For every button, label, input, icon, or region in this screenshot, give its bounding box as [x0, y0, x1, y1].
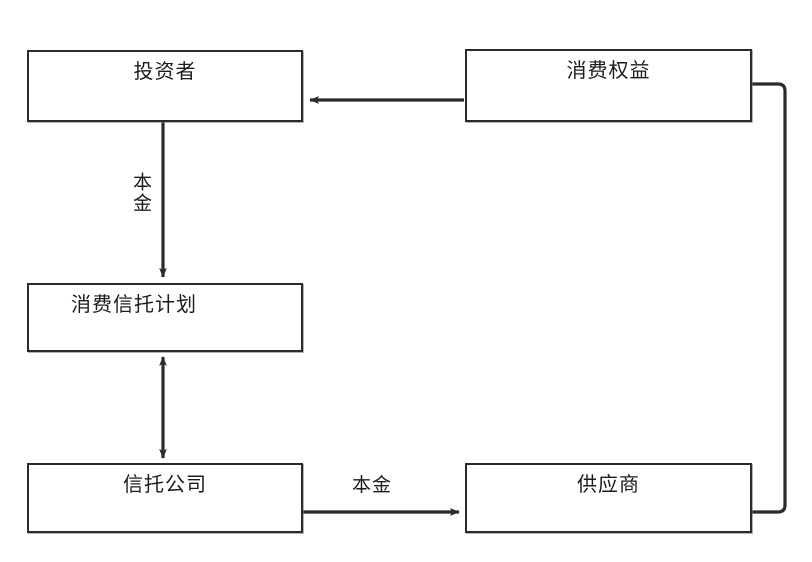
node-supplier[interactable]: 供应商	[465, 463, 752, 533]
node-supplier-label: 供应商	[577, 472, 640, 496]
node-investor-label: 投资者	[133, 59, 197, 83]
node-investor[interactable]: 投资者	[27, 50, 303, 122]
node-trust-plan-label: 消费信托计划	[71, 292, 197, 316]
node-trust-plan[interactable]: 消费信托计划	[27, 283, 303, 352]
node-consumer-rights-label: 消费权益	[566, 58, 651, 82]
edge-supplier-to-consumer-rights	[752, 82, 787, 514]
node-consumer-rights[interactable]: 消费权益	[465, 49, 752, 122]
node-trust-company-label: 信托公司	[123, 472, 207, 496]
node-trust-company[interactable]: 信托公司	[27, 463, 303, 533]
edge-label-principal-horizontal: 本金	[352, 474, 393, 496]
edge-label-principal-vertical: 本金	[130, 172, 152, 214]
